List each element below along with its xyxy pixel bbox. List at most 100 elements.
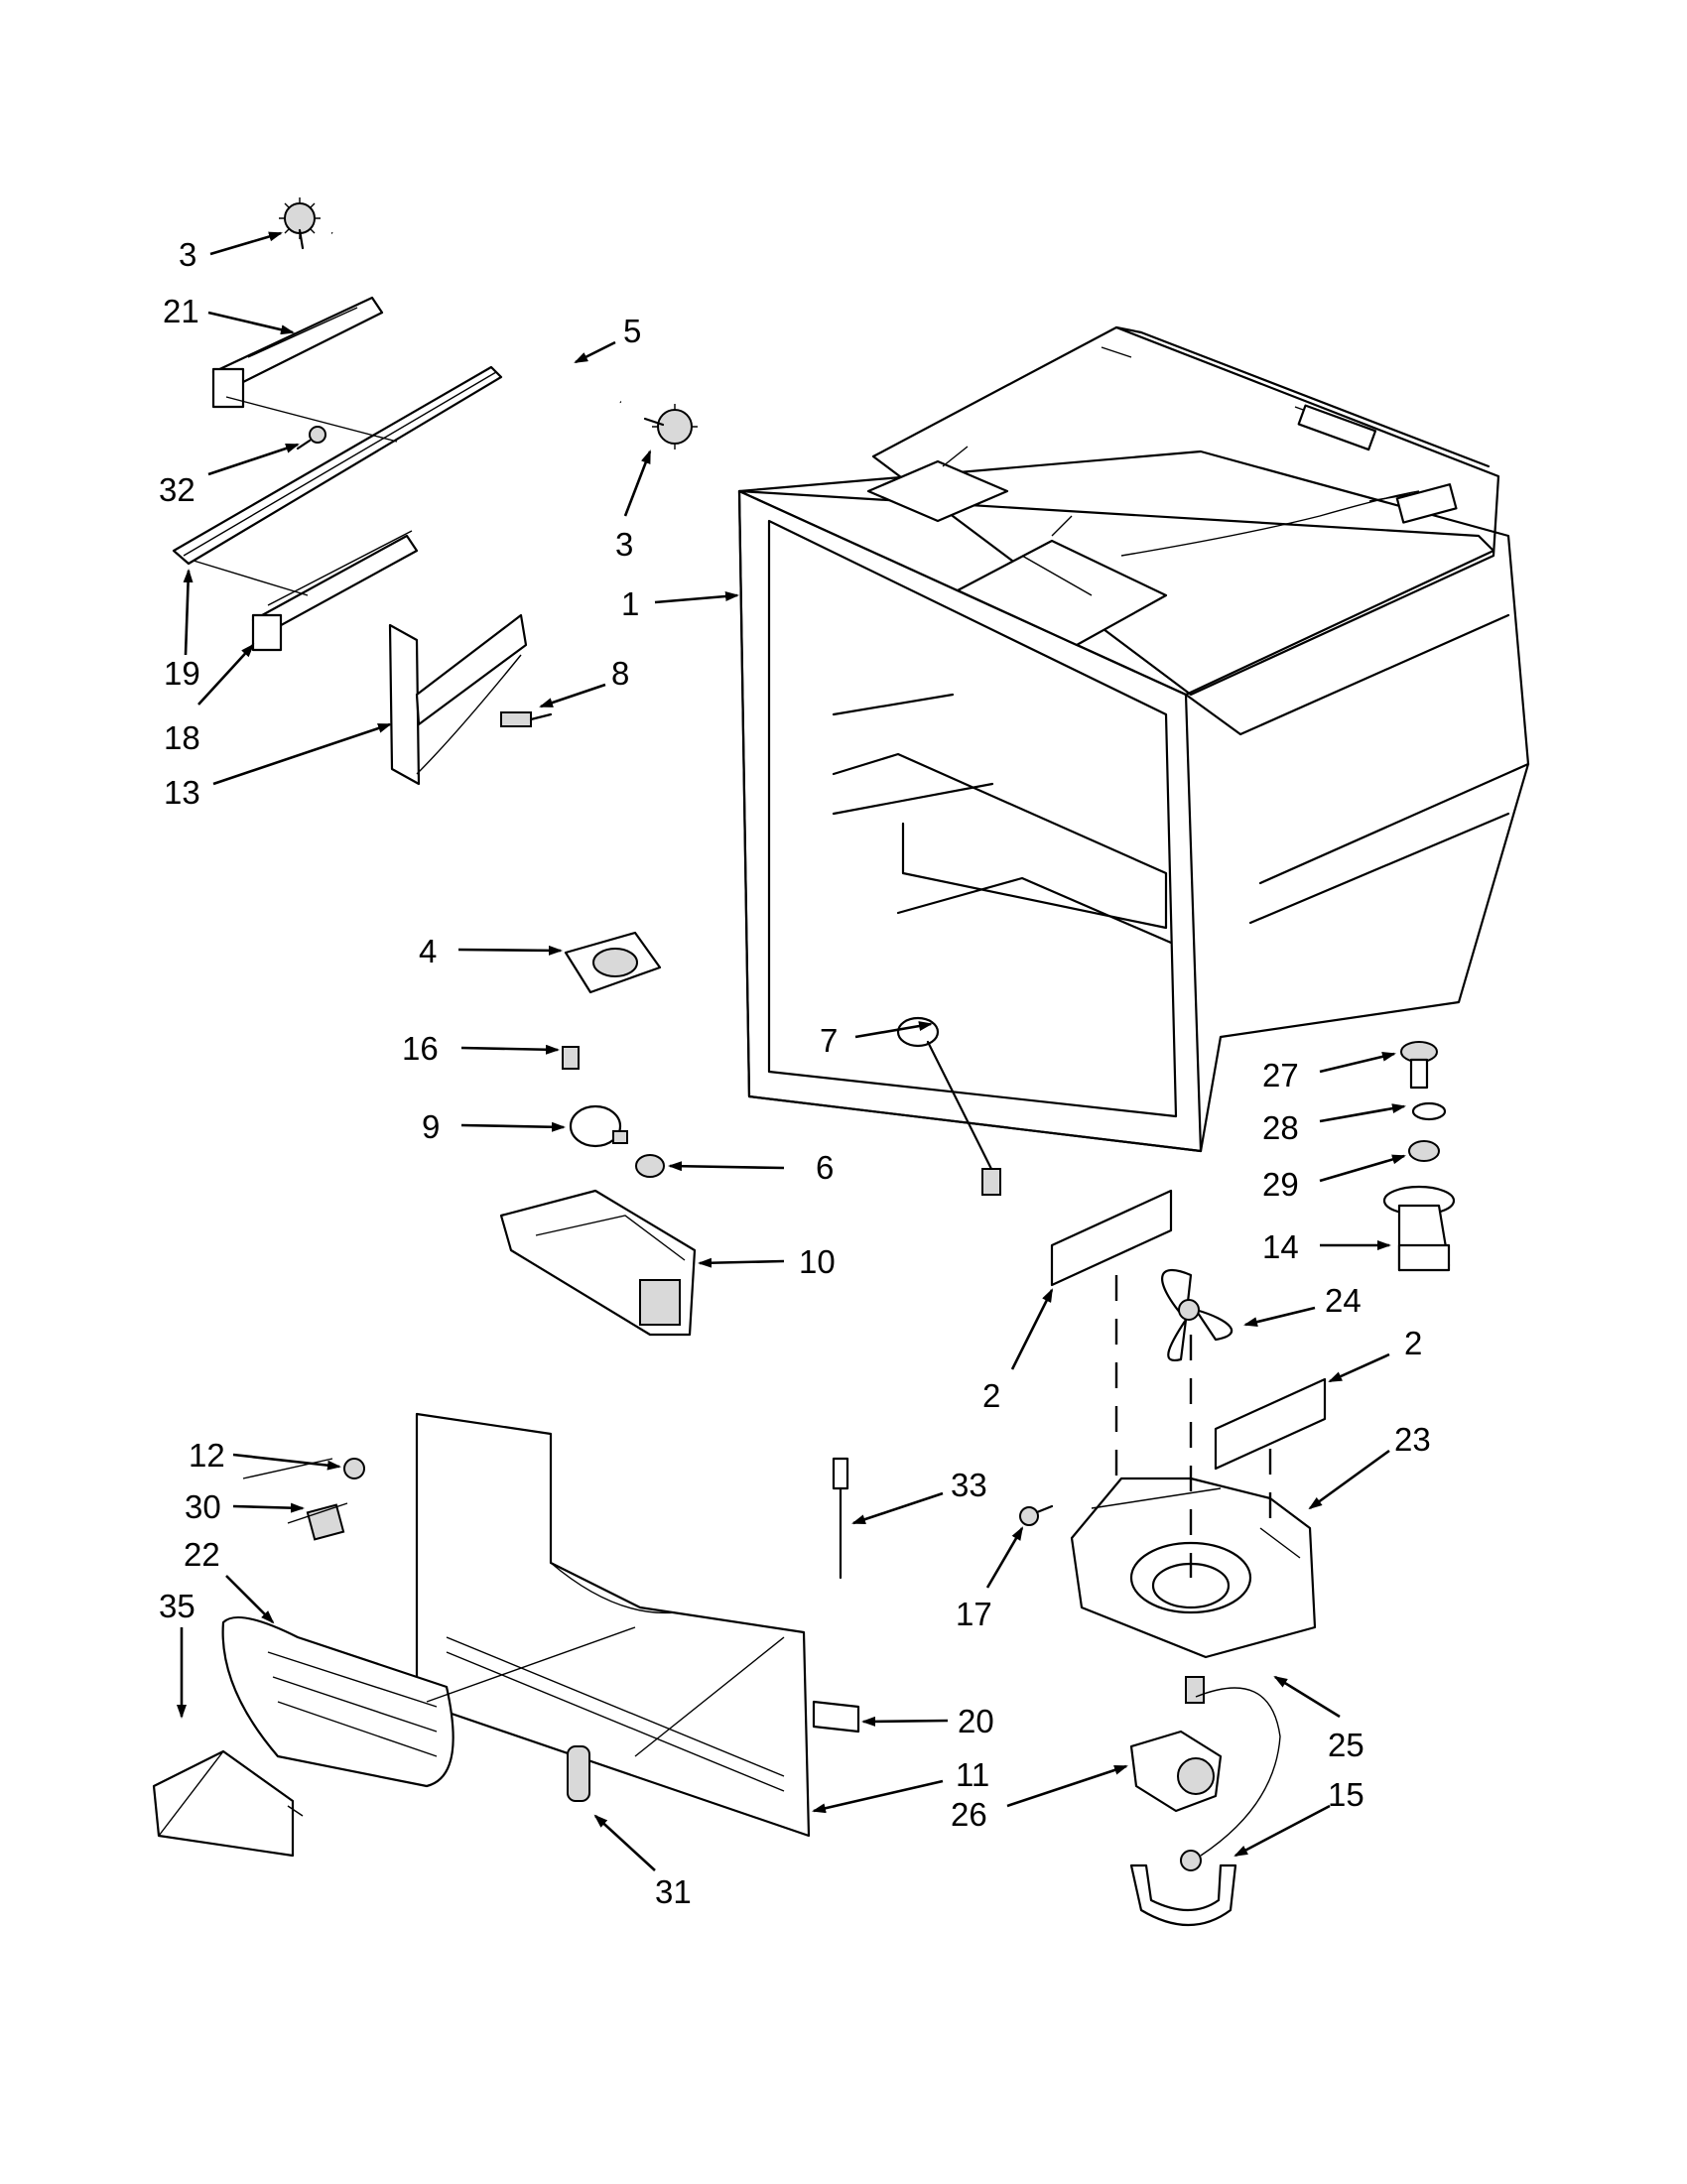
callout-1: 1 — [621, 585, 639, 622]
leader-30 — [232, 1502, 305, 1513]
part-14-duct — [1382, 1185, 1456, 1272]
slide-rail — [172, 365, 503, 566]
part-21-rail-bracket — [211, 296, 384, 409]
leader-13 — [212, 722, 392, 786]
leader-18 — [197, 643, 255, 706]
part-32-screw — [296, 426, 326, 450]
leader-9 — [460, 1121, 566, 1132]
callout-35: 35 — [159, 1588, 195, 1624]
callout-21: 21 — [163, 293, 199, 329]
callout-4: 4 — [419, 933, 437, 969]
leader-11 — [812, 1779, 944, 1814]
part-8-screw — [500, 711, 553, 727]
leader-20 — [861, 1716, 949, 1727]
part-13-bracket — [388, 613, 528, 786]
part-15-motor-bracket — [1129, 1850, 1237, 1926]
callout-7: 7 — [820, 1022, 838, 1059]
leader-16 — [460, 1044, 560, 1055]
callout-6: 6 — [816, 1149, 834, 1186]
part-18-rail-bracket — [251, 530, 419, 652]
callout-18: 18 — [164, 719, 200, 756]
callout-8: 8 — [611, 655, 629, 692]
callout-3-right: 3 — [615, 526, 633, 563]
part-5-shaft — [330, 230, 622, 405]
callout-29: 29 — [1262, 1166, 1299, 1203]
part-2-strip-left — [1050, 1189, 1173, 1287]
leader-arrows — [177, 231, 1406, 1871]
leader-33 — [851, 1491, 944, 1525]
callout-20: 20 — [958, 1703, 994, 1739]
leader-24 — [1243, 1306, 1316, 1328]
callout-33: 33 — [951, 1467, 987, 1503]
part-27-cap — [1400, 1041, 1438, 1090]
leader-22 — [225, 1575, 275, 1624]
callout-11: 11 — [956, 1756, 989, 1793]
callout-15: 15 — [1328, 1776, 1364, 1813]
part-6-socket — [635, 1154, 665, 1178]
part-1-freezer-liner — [737, 325, 1530, 1153]
callout-26: 26 — [951, 1796, 987, 1833]
part-24-fan-blade — [1161, 1269, 1233, 1362]
leader-2-right — [1328, 1352, 1390, 1383]
leader-17 — [985, 1526, 1024, 1589]
leader-1 — [654, 591, 739, 604]
part-11-rear-panel — [415, 1412, 811, 1838]
callout-24: 24 — [1325, 1282, 1362, 1319]
part-7-lever — [896, 1016, 1001, 1196]
part-2-strip-right — [1214, 1377, 1327, 1471]
callout-30: 30 — [185, 1488, 221, 1525]
part-17-screw — [1019, 1504, 1054, 1526]
part-16-switch — [562, 1046, 580, 1070]
callout-2-right: 2 — [1404, 1325, 1422, 1361]
leader-26 — [1006, 1764, 1128, 1808]
part-23-fan-shroud — [1070, 1477, 1317, 1659]
leader-7 — [854, 1021, 933, 1039]
leader-3-top — [209, 231, 283, 256]
part-20-foam-strip — [812, 1700, 860, 1734]
callout-9: 9 — [422, 1108, 440, 1145]
part-29-bushing — [1408, 1140, 1440, 1162]
leader-25 — [1273, 1675, 1341, 1719]
leader-5 — [574, 340, 616, 364]
part-3-gear-top — [279, 197, 321, 250]
callout-10: 10 — [799, 1243, 836, 1280]
part-9-bulb — [569, 1104, 628, 1148]
callout-3-top: 3 — [179, 236, 196, 273]
leader-28 — [1319, 1103, 1406, 1123]
part-28-o-ring — [1411, 1101, 1447, 1121]
callout-12: 12 — [189, 1437, 225, 1474]
leader-15 — [1233, 1804, 1331, 1858]
alignment-dashes — [193, 396, 1272, 1757]
leader-12 — [232, 1453, 341, 1471]
callout-23: 23 — [1394, 1421, 1431, 1458]
leader-31 — [593, 1814, 656, 1871]
callout-13: 13 — [164, 774, 200, 811]
leader-8 — [539, 683, 606, 708]
part-35-cover — [152, 1749, 304, 1858]
part-26-fan-motor — [1129, 1676, 1281, 1857]
callout-14: 14 — [1262, 1228, 1299, 1265]
leader-29 — [1319, 1154, 1406, 1183]
callout-labels: 3 21 5 32 3 1 19 8 18 13 4 16 27 7 28 9 … — [159, 236, 1431, 1910]
callout-16: 16 — [402, 1030, 439, 1067]
callout-28: 28 — [1262, 1109, 1299, 1146]
callout-31: 31 — [655, 1873, 692, 1910]
part-12-screw — [343, 1458, 365, 1479]
leader-27 — [1319, 1051, 1396, 1074]
callout-19: 19 — [164, 655, 200, 692]
part-33-sensor — [832, 1457, 849, 1580]
leader-32 — [207, 443, 300, 476]
leader-6 — [668, 1161, 785, 1172]
leader-21 — [207, 311, 295, 335]
leader-4 — [457, 945, 563, 956]
leader-23 — [1308, 1449, 1390, 1510]
leader-2-left — [1010, 1288, 1054, 1370]
part-10-light-housing — [499, 1189, 697, 1337]
part-3-gear-right — [643, 404, 698, 450]
callout-17: 17 — [956, 1596, 992, 1632]
callout-25: 25 — [1328, 1727, 1364, 1763]
part-22-grille — [221, 1615, 454, 1788]
callout-32: 32 — [159, 471, 195, 508]
leader-19 — [183, 569, 194, 656]
